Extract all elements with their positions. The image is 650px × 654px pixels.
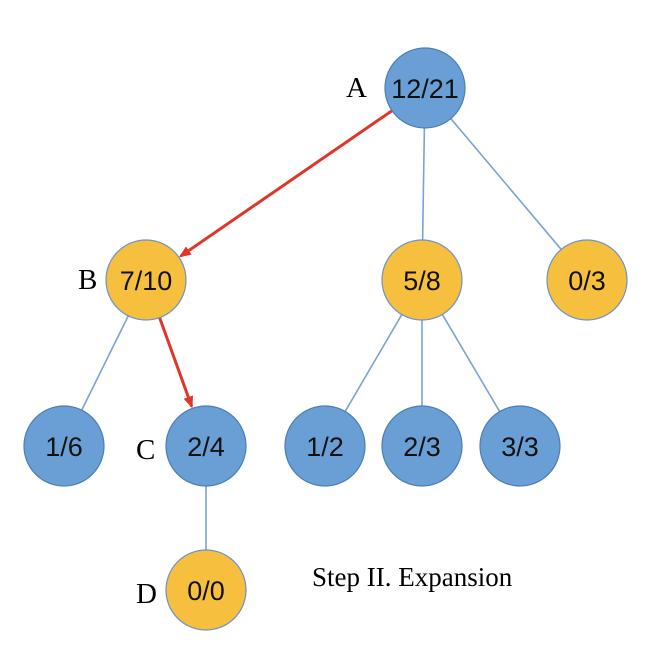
node-circle xyxy=(23,405,105,487)
node-letter-c: C xyxy=(136,434,155,466)
node-value: 2/3 xyxy=(403,432,441,462)
tree-node-mid_3: 3/3 xyxy=(479,405,561,487)
node-circle xyxy=(284,405,366,487)
edge-mid-mid_3 xyxy=(441,314,501,412)
node-letter-b: B xyxy=(78,264,97,296)
selected-edge-b-c xyxy=(158,317,194,409)
node-value: 1/6 xyxy=(45,432,83,462)
node-value: 2/4 xyxy=(187,432,225,462)
node-circle xyxy=(165,549,247,631)
node-circle xyxy=(384,47,466,129)
tree-node-c: 2/4 xyxy=(165,405,247,487)
tree-node-root: 12/21 xyxy=(384,47,466,129)
tree-node-b: 7/10 xyxy=(105,239,187,321)
tree-node-mid: 5/8 xyxy=(381,239,463,321)
node-value: 7/10 xyxy=(120,266,173,296)
nodes-layer: 12/21 7/10 5/8 0/3 1/6 2/4 1/2 2/3 3/3 0/0 xyxy=(23,47,628,631)
node-value: 3/3 xyxy=(501,432,539,462)
node-circle xyxy=(381,239,463,321)
node-value: 12/21 xyxy=(391,74,459,104)
node-letter-d: D xyxy=(136,578,157,610)
node-value: 5/8 xyxy=(403,266,441,296)
node-value: 1/2 xyxy=(306,432,344,462)
tree-node-d: 0/0 xyxy=(165,549,247,631)
edge-root-right xyxy=(450,118,562,250)
node-circle xyxy=(105,239,187,321)
node-circle xyxy=(381,405,463,487)
edge-mid-mid_1 xyxy=(344,314,403,412)
node-circle xyxy=(165,405,247,487)
node-value: 0/3 xyxy=(568,266,606,296)
node-circle xyxy=(546,239,628,321)
tree-node-right: 0/3 xyxy=(546,239,628,321)
edges-layer xyxy=(80,109,562,550)
node-letter-root: A xyxy=(346,72,367,104)
tree-node-mid_2: 2/3 xyxy=(381,405,463,487)
tree-node-b_left: 1/6 xyxy=(23,405,105,487)
edge-b-b_left xyxy=(80,315,130,411)
diagram-caption: Step II. Expansion xyxy=(312,562,513,592)
selected-edge-root-b xyxy=(178,109,393,258)
node-value: 0/0 xyxy=(187,576,225,606)
edge-root-mid xyxy=(421,127,426,241)
node-letters-layer: A B C D xyxy=(78,72,367,610)
tree-node-mid_1: 1/2 xyxy=(284,405,366,487)
node-circle xyxy=(479,405,561,487)
